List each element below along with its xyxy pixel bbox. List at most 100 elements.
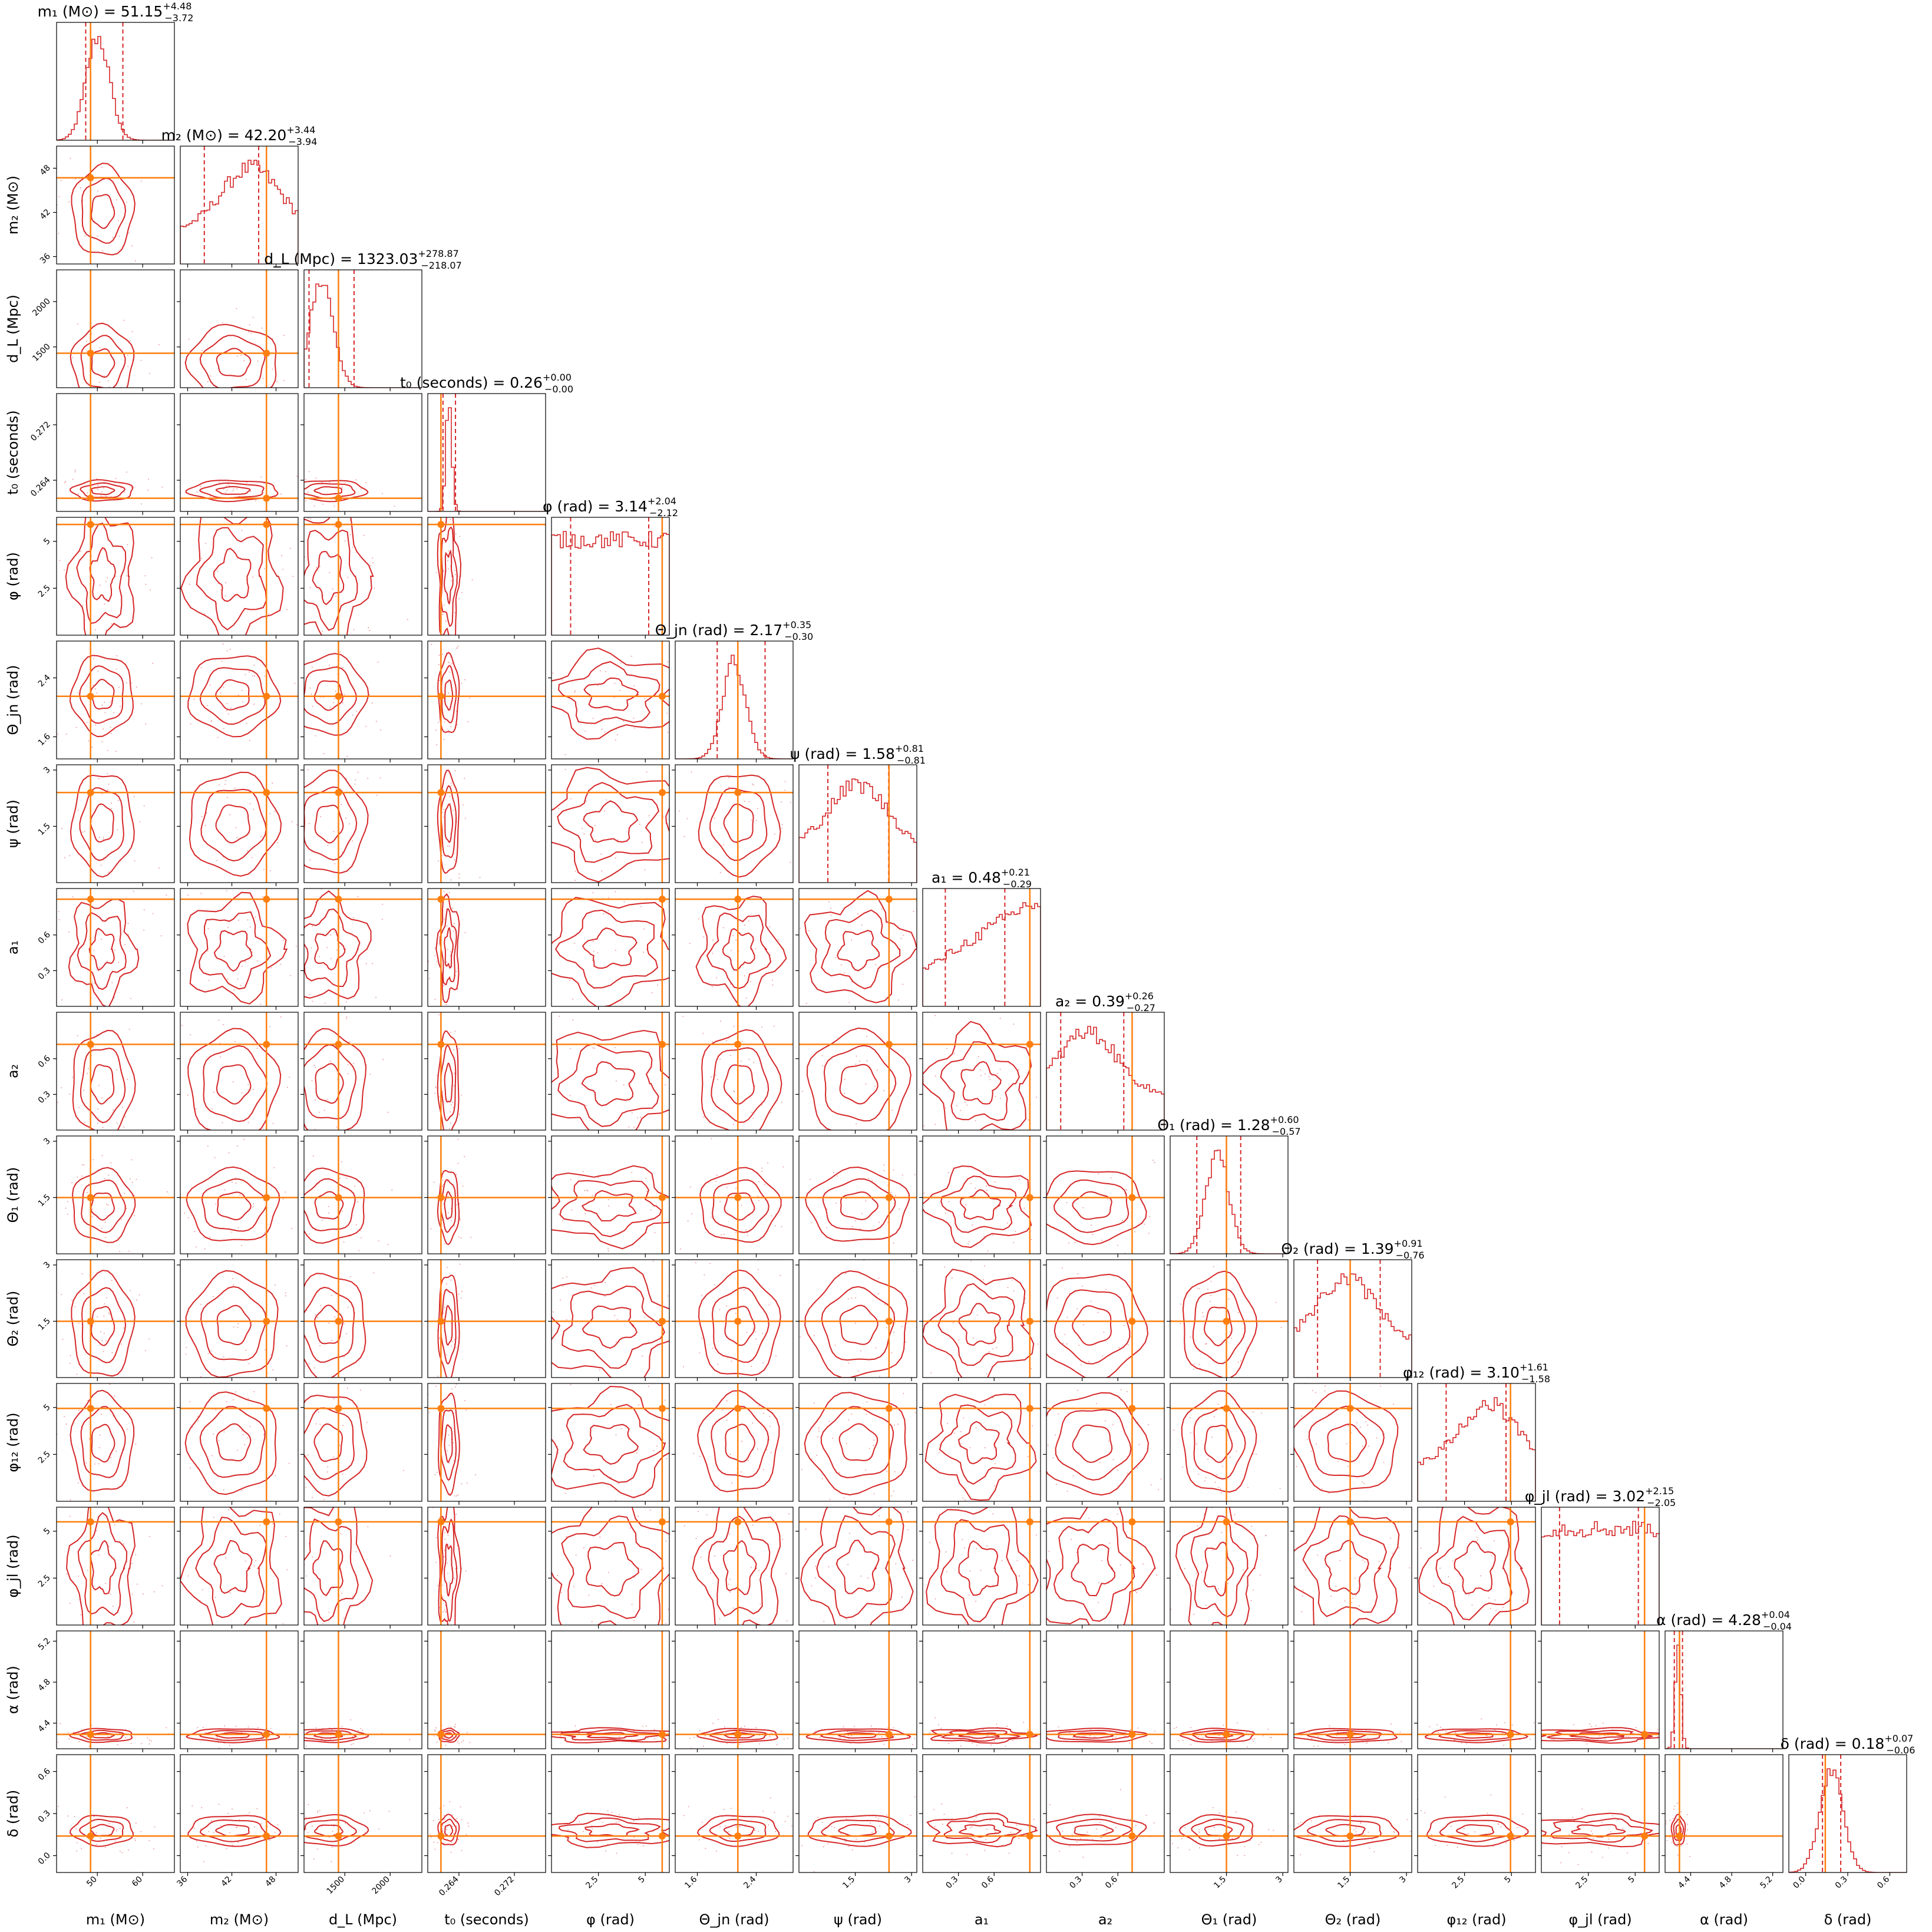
panel-phijl-phi [548,1507,670,1629]
sample-point [153,1591,155,1593]
sample-point [689,943,691,944]
panel-phi12-a1 [919,1383,1041,1505]
truth-marker [437,1041,445,1048]
sample-point [216,570,218,572]
contour-a1-psi-1 [821,909,901,990]
sample-point [450,802,451,804]
sample-point [704,1274,705,1276]
sample-point [277,842,279,844]
sample-point [1488,1597,1490,1599]
sample-point [977,1056,979,1058]
sample-point [239,1194,241,1195]
panel-frame [56,1259,175,1378]
sample-point [615,891,616,893]
sample-point [349,1041,351,1043]
sample-point [282,940,284,942]
sample-point [965,1622,966,1624]
sample-point [1230,1457,1231,1458]
sample-point [65,1207,67,1209]
sample-point [99,584,101,586]
sample-point [356,710,358,712]
sample-point [817,1436,818,1438]
sample-point [448,550,450,551]
sample-point [305,1365,306,1367]
sample-point [1243,1569,1244,1571]
sample-point [770,1112,771,1114]
sample-point [667,731,669,733]
sample-point [732,1607,734,1609]
sample-point [104,1303,105,1304]
panel-frame [303,1383,422,1502]
sample-point [382,493,383,494]
sample-point [454,770,456,771]
sample-point [105,496,107,497]
sample-point [448,692,450,694]
sample-point [1365,1742,1367,1744]
sample-point [236,308,237,309]
sample-point [811,1458,813,1460]
sample-point [210,375,212,377]
sample-point [729,1591,731,1593]
sample-point [1628,1736,1630,1738]
sample-point [1173,1429,1175,1431]
sample-point [253,1391,255,1392]
sample-point [98,1463,100,1465]
sample-point [1154,1161,1155,1163]
panel-frame [551,1507,670,1626]
sample-point [1025,1297,1026,1299]
contour-phi12-a1-2 [924,1393,1037,1501]
contour-theta1-a2-1 [1053,1179,1130,1233]
sample-point [963,1417,965,1419]
sample-point [315,901,316,903]
sample-point [232,1181,233,1183]
sample-point [255,500,257,501]
sample-point [334,1316,336,1318]
sample-point [131,1159,133,1161]
sample-point [893,1490,894,1492]
sample-point [272,368,273,370]
panel-frame [427,640,546,759]
sample-point [1388,1742,1389,1744]
truth-marker [87,1518,94,1525]
sample-point [988,1076,990,1078]
sample-point [347,1073,349,1075]
sample-point [1090,1300,1092,1302]
sample-point [965,1102,966,1103]
panel-frame [922,1259,1041,1378]
sample-point [450,663,452,665]
sample-point [749,980,751,982]
sample-point [562,679,563,681]
sample-point [743,1289,745,1291]
sample-point [1198,1474,1200,1475]
sample-point [97,488,99,490]
panel-frame [551,1012,670,1131]
sample-point [747,1460,749,1461]
sample-point [879,1375,880,1377]
sample-point [195,1108,197,1110]
sample-point [97,671,99,672]
contour-phi12-a2-2 [1046,1392,1150,1496]
sample-point [240,355,242,356]
sample-point [724,1726,725,1728]
sample-point [734,1091,735,1092]
sample-point [253,1203,254,1205]
sample-point [229,1592,231,1594]
sample-point [873,1445,874,1446]
sample-point [628,1126,630,1128]
panel-phi12-thetajn [672,1383,794,1505]
sample-point [1122,1220,1123,1221]
sample-point [867,1577,868,1579]
sample-point [72,356,74,358]
contour-a2-a1-1 [940,1041,1020,1121]
contour-phijl-t0-0 [444,1543,454,1597]
contour-thetajn-m2-2 [187,655,282,738]
sample-point [450,1104,452,1106]
panel-frame [427,1507,546,1626]
sample-point [897,999,899,1001]
sample-point [186,1347,187,1348]
contour-thetajn-m2-1 [199,667,266,725]
sample-point [739,1743,741,1745]
sample-point [311,693,312,695]
panel-theta1-m2 [177,1135,299,1257]
